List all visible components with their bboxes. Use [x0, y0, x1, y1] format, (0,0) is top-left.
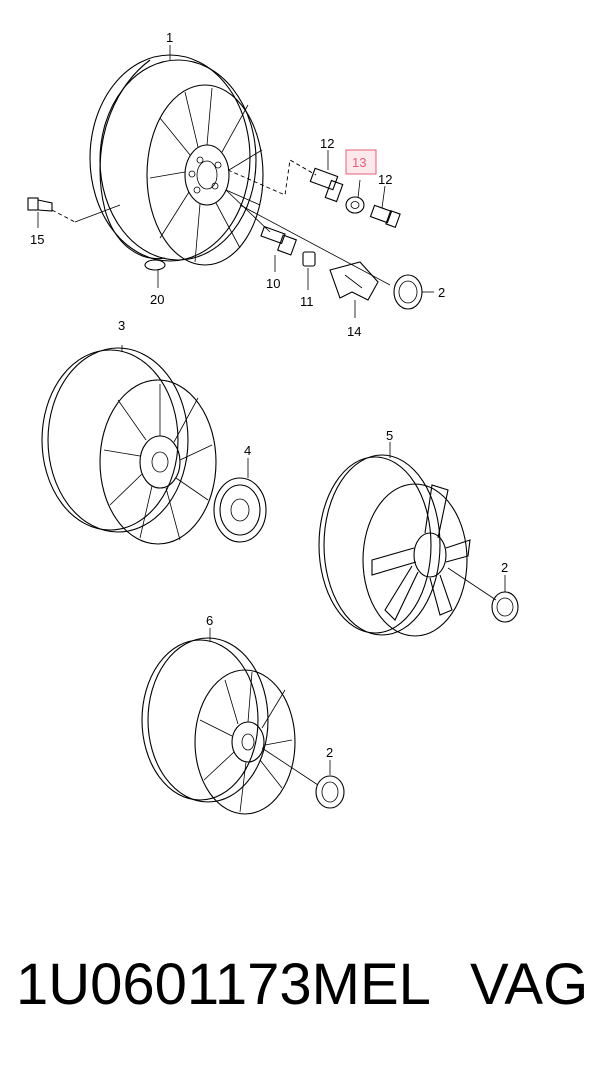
callout-label-5[interactable]: 5	[386, 428, 393, 443]
callout-label-2[interactable]: 2	[326, 745, 333, 760]
wheel-3	[41, 345, 217, 545]
center-cover-4	[213, 458, 267, 543]
cap-11	[302, 251, 316, 267]
callout-label-12[interactable]: 12	[320, 136, 334, 151]
center-cap-2-middle	[491, 575, 519, 623]
callout-label-13[interactable]: 13	[352, 155, 366, 170]
part-number: 1U0601173MEL	[16, 952, 431, 1017]
callout-label-11[interactable]: 11	[300, 294, 314, 309]
wheel-1	[89, 54, 264, 271]
callout-label-2[interactable]: 2	[501, 560, 508, 575]
callout-label-2[interactable]: 2	[438, 285, 445, 300]
valve-stem	[27, 197, 121, 223]
bolt-12-short	[369, 204, 401, 228]
leader-lines-top	[37, 45, 434, 318]
wheel-6	[141, 628, 319, 815]
callout-label-6[interactable]: 6	[206, 613, 213, 628]
callout-label-12[interactable]: 12	[378, 172, 392, 187]
callout-label-20[interactable]: 20	[150, 292, 164, 307]
brand-name: VAG	[470, 952, 589, 1017]
callout-label-3[interactable]: 3	[118, 318, 125, 333]
wheel-5	[318, 442, 497, 637]
callout-label-15[interactable]: 15	[30, 232, 44, 247]
wheel-parts-diagram: 1 2 2 2 3 4 5 6 10 11 12 12 13 14 15 20	[27, 30, 519, 815]
center-cap-2-bottom	[315, 760, 345, 809]
bolt-12-long	[309, 167, 344, 203]
callout-label-10[interactable]: 10	[266, 276, 280, 291]
center-cap-2-top	[393, 274, 423, 310]
callout-highlight-box	[345, 149, 377, 175]
callout-label-4[interactable]: 4	[244, 443, 251, 458]
puller-tool-14	[329, 261, 379, 301]
footer: 1U0601173MEL VAG	[0, 940, 600, 1040]
callout-label-1[interactable]: 1	[166, 30, 173, 45]
nut-13	[345, 196, 365, 214]
bolt-10	[260, 225, 298, 256]
callout-label-14[interactable]: 14	[347, 324, 361, 339]
